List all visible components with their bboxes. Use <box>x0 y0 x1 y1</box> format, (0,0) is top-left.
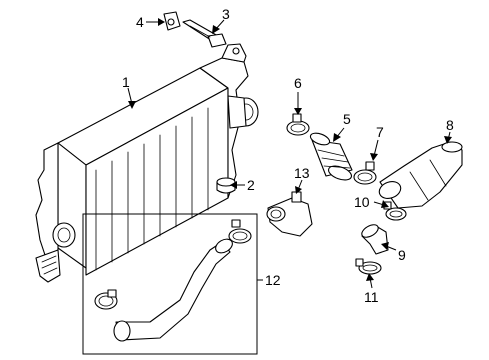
intercooler-part <box>35 43 259 283</box>
clamp-11-part <box>355 258 382 275</box>
callout-1: 1 <box>122 74 130 90</box>
callout-11: 11 <box>364 289 379 305</box>
callout-6: 6 <box>294 75 302 91</box>
intake-tube-part <box>378 141 463 209</box>
core-fins <box>95 107 209 271</box>
clamp-7-part <box>353 161 377 185</box>
coupler-part <box>309 132 353 181</box>
adapter-part <box>266 191 313 237</box>
elbow-part <box>361 224 389 255</box>
callout-8: 8 <box>446 117 454 133</box>
callout-5: 5 <box>343 111 351 127</box>
hose-kit-box <box>82 213 258 355</box>
hose-12-part <box>94 219 252 342</box>
callout-13: 13 <box>294 165 310 181</box>
clamp-6-part <box>286 113 310 136</box>
callout-7: 7 <box>376 124 384 140</box>
callout-2: 2 <box>247 177 255 193</box>
bolt-part <box>182 19 227 48</box>
callout-9: 9 <box>398 247 406 263</box>
callout-10: 10 <box>354 194 370 210</box>
clip-nut-part <box>163 11 181 31</box>
callout-4: 4 <box>136 14 144 30</box>
callout-12: 12 <box>265 272 281 288</box>
callout-3: 3 <box>222 6 230 22</box>
